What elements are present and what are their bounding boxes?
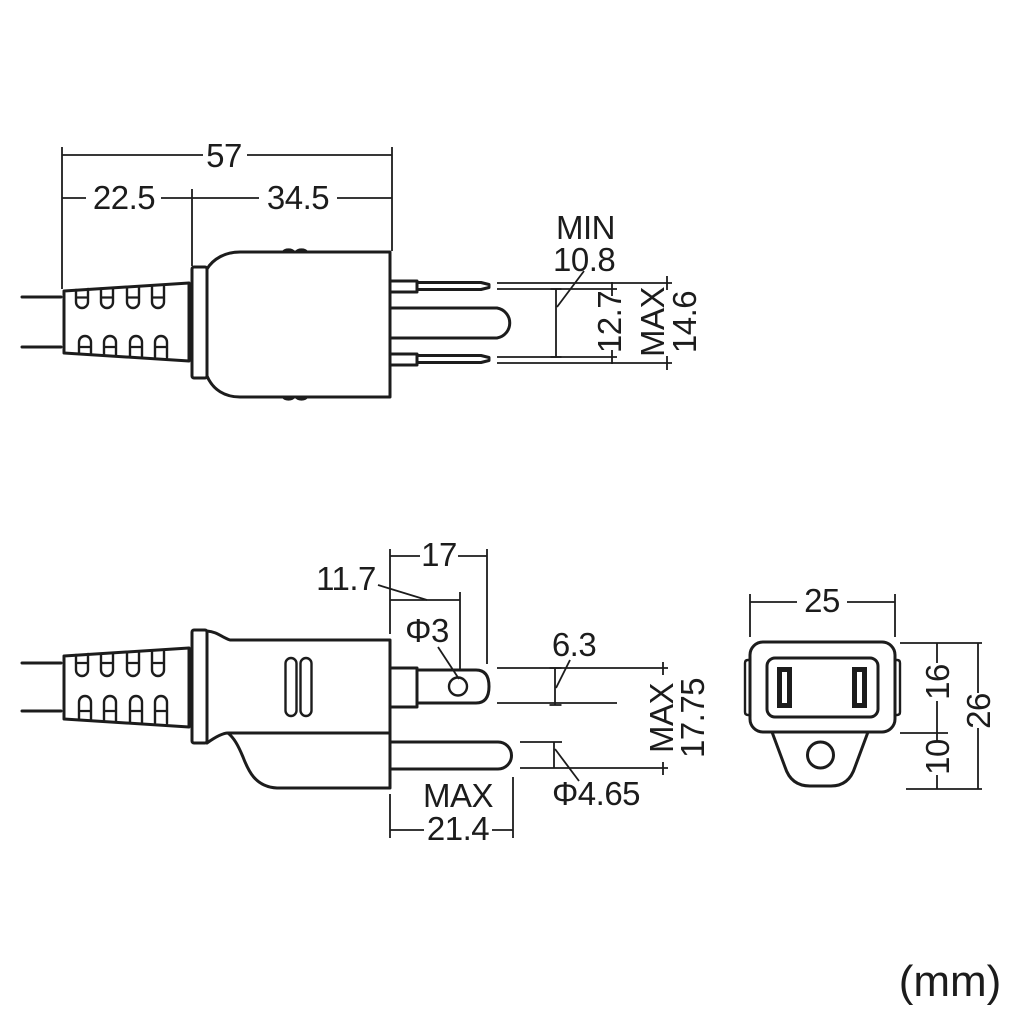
body-vent-slot-2 xyxy=(299,656,313,718)
pin-extension-lines xyxy=(520,741,668,769)
boot-rib-slots-lower-side xyxy=(77,694,169,725)
strain-relief-boot xyxy=(62,281,191,363)
boot-rib-slots-upper-side xyxy=(74,650,166,678)
blade-extension-lines-side xyxy=(497,667,668,704)
dim-line-10-8 xyxy=(550,288,562,358)
dim-min-label: MIN xyxy=(556,209,615,246)
leader-phi3 xyxy=(437,646,460,680)
face-right-extension-lines xyxy=(900,642,982,790)
blade-lower xyxy=(388,352,491,367)
strain-relief-boot-side xyxy=(62,646,191,729)
dim-hole-offset: 11.7 xyxy=(316,560,376,597)
leader-6-3 xyxy=(555,659,571,689)
face-side-rib-left xyxy=(743,658,752,717)
body-vent-slot-1 xyxy=(284,656,298,718)
dim-line-11-7 xyxy=(390,592,461,670)
dim-pin-max-label: MAX xyxy=(423,777,494,814)
cord-lines-side xyxy=(20,661,63,713)
dim-face-width: 25 xyxy=(804,582,840,619)
dim-span-max-label: MAX xyxy=(643,683,680,754)
dim-total-length: 57 xyxy=(206,137,242,174)
ext-lines-17 xyxy=(389,549,488,664)
plug-top-view: 57 22.5 34.5 MIN 10.8 12.7 MAX 14.6 xyxy=(20,137,703,401)
dim-span-max-value: 17.75 xyxy=(674,678,711,758)
dim-max-value: 14.6 xyxy=(666,291,703,353)
ground-tab xyxy=(770,730,870,788)
dim-blade-length: 17 xyxy=(421,536,457,573)
face-side-rib-right xyxy=(893,658,902,717)
face-outline xyxy=(748,640,897,734)
dim-min-value: 10.8 xyxy=(553,241,615,278)
ext-lines-length xyxy=(61,147,393,289)
blade-slot-right xyxy=(852,667,867,708)
ground-pin-hole xyxy=(806,740,835,770)
dim-body-length: 34.5 xyxy=(267,179,329,216)
boot-rib-slots-upper xyxy=(74,285,166,310)
body-nubs xyxy=(281,248,309,401)
leader-11-7 xyxy=(377,584,428,601)
dim-pin-diameter: Φ4.65 xyxy=(552,775,640,812)
cord-lines-top xyxy=(20,295,63,349)
dim-hole-diameter: Φ3 xyxy=(405,612,449,649)
dim-upper-height: 16 xyxy=(919,664,956,700)
flange-collar xyxy=(190,265,209,380)
plug-body-side xyxy=(205,629,392,790)
blade-upper xyxy=(388,279,491,294)
blade-slot-left xyxy=(777,667,792,708)
flange-collar-side xyxy=(190,628,209,745)
dim-pin-max-value: 21.4 xyxy=(427,810,489,847)
dim-strain-relief-length: 22.5 xyxy=(93,179,155,216)
ground-pin-side xyxy=(388,740,513,771)
blade-side xyxy=(388,666,491,709)
plug-face-view: 25 16 10 26 xyxy=(743,582,997,790)
leader-phi-4-65 xyxy=(554,748,580,782)
plug-side-view: 17 11.7 Φ3 6.3 MAX 17.75 Φ4.65 MAX 21.4 xyxy=(20,536,711,847)
dim-blade-spacing: 12.7 xyxy=(591,291,628,353)
dim-lower-height: 10 xyxy=(919,739,956,775)
face-recess xyxy=(765,656,880,719)
dim-max-label: MAX xyxy=(634,287,671,358)
plug-body xyxy=(205,250,392,399)
dim-total-height: 26 xyxy=(960,693,997,729)
unit-label: (mm) xyxy=(899,957,1002,1006)
leader-min-10-8 xyxy=(556,270,585,308)
ground-pin-top-view xyxy=(388,306,512,340)
dim-blade-width: 6.3 xyxy=(552,626,596,663)
boot-rib-slots-lower xyxy=(77,334,169,359)
